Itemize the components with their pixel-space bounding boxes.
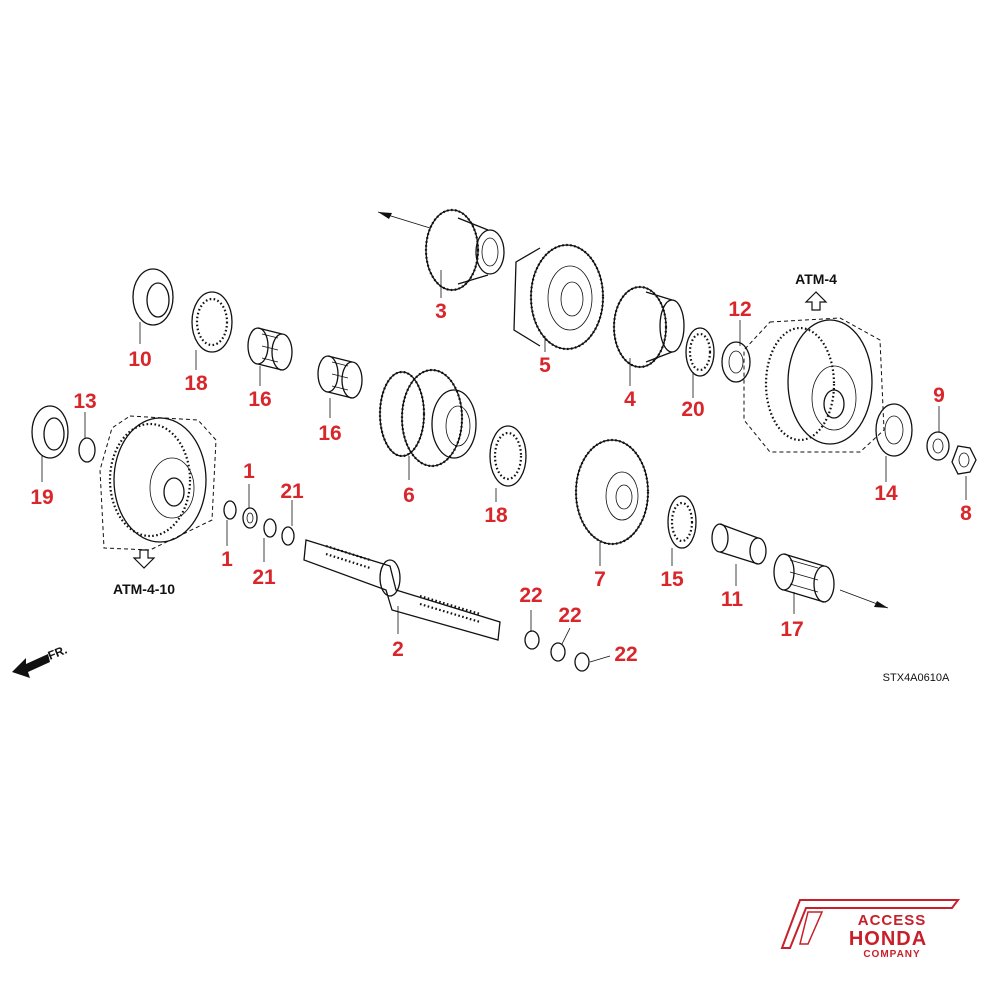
callout-13[interactable]: 13 <box>73 390 96 413</box>
callout-7[interactable]: 7 <box>594 568 606 591</box>
part-5-drum-gear[interactable] <box>513 243 605 351</box>
callout-2[interactable]: 2 <box>392 638 404 661</box>
part-22-ring-a[interactable] <box>524 630 540 650</box>
callout-9[interactable]: 9 <box>933 384 945 407</box>
callout-22-first[interactable]: 22 <box>519 584 542 607</box>
atm-4-10-down-arrow <box>132 549 156 569</box>
ref-atm-4-10[interactable]: ATM-4-10 <box>113 581 175 597</box>
callout-16-right[interactable]: 16 <box>318 422 341 445</box>
part-16-needle-bearing-right[interactable] <box>317 355 363 399</box>
callout-14[interactable]: 14 <box>874 482 898 505</box>
part-3-gear[interactable] <box>424 208 505 292</box>
part-4-gear[interactable] <box>612 285 685 369</box>
callout-19[interactable]: 19 <box>30 486 53 509</box>
callout-1-upper[interactable]: 1 <box>243 460 255 483</box>
logo-line-access: ACCESS <box>858 912 927 929</box>
lower-axis-line <box>839 589 889 609</box>
front-direction-marker: FR. <box>12 643 69 678</box>
part-22-ring-b[interactable] <box>550 642 566 662</box>
callout-15[interactable]: 15 <box>660 568 684 591</box>
callout-22-third[interactable]: 22 <box>614 643 637 666</box>
leader-lines <box>41 270 967 663</box>
part-8-nut[interactable] <box>951 445 977 475</box>
part-2-shaft[interactable] <box>303 539 501 641</box>
part-22-ring-c[interactable] <box>574 652 590 672</box>
diagram-code: STX4A0610A <box>883 672 950 684</box>
part-7-large-gear[interactable] <box>574 438 650 546</box>
logo-line-company: COMPANY <box>863 949 920 960</box>
front-marker-label: FR. <box>46 643 69 663</box>
callout-18-lower[interactable]: 18 <box>484 504 508 527</box>
part-9-washer[interactable] <box>926 431 950 461</box>
part-21-ring-b[interactable] <box>281 526 295 546</box>
part-20-thrust-bearing[interactable] <box>685 327 715 377</box>
atm-4-up-arrow <box>804 291 828 311</box>
callout-10[interactable]: 10 <box>128 348 151 371</box>
access-honda-logo: ACCESS HONDA COMPANY <box>780 899 960 960</box>
callout-5[interactable]: 5 <box>539 354 551 377</box>
part-13-o-ring[interactable] <box>78 437 96 463</box>
callout-4[interactable]: 4 <box>624 388 636 411</box>
callout-11[interactable]: 11 <box>721 588 744 611</box>
part-14-bearing[interactable] <box>875 403 913 457</box>
callout-21-lower[interactable]: 21 <box>252 566 276 589</box>
callout-18-upper[interactable]: 18 <box>184 372 208 395</box>
callout-8[interactable]: 8 <box>960 502 972 525</box>
callout-22-second[interactable]: 22 <box>558 604 581 627</box>
callout-6[interactable]: 6 <box>403 484 415 507</box>
part-21-ring-a[interactable] <box>263 518 277 538</box>
part-17-needle-bearing[interactable] <box>773 553 835 603</box>
atm-4-clutch-reference <box>743 317 885 453</box>
callout-3[interactable]: 3 <box>435 300 447 323</box>
callout-17[interactable]: 17 <box>780 618 803 641</box>
callout-20[interactable]: 20 <box>681 398 704 421</box>
callout-1-lower[interactable]: 1 <box>221 548 233 571</box>
callout-12[interactable]: 12 <box>728 298 751 321</box>
part-18-thrust-bearing-lower[interactable] <box>489 425 527 487</box>
part-12-snap-ring[interactable] <box>721 341 751 383</box>
part-10-oil-seal[interactable] <box>132 268 174 326</box>
callout-16-left[interactable]: 16 <box>248 388 271 411</box>
part-1-washer-b[interactable] <box>242 507 258 529</box>
part-19-oil-seal[interactable] <box>31 405 69 459</box>
atm-4-10-clutch-reference <box>99 415 217 551</box>
part-11-collar[interactable] <box>711 523 767 565</box>
ref-atm-4[interactable]: ATM-4 <box>795 271 837 287</box>
callout-21-upper[interactable]: 21 <box>280 480 304 503</box>
part-15-thrust-bearing[interactable] <box>667 495 697 549</box>
part-6-double-gear[interactable] <box>378 368 477 468</box>
part-18-thrust-bearing-upper[interactable] <box>191 291 233 353</box>
part-16-needle-bearing-left[interactable] <box>247 327 293 371</box>
part-1-washer-a[interactable] <box>223 500 237 520</box>
logo-line-honda: HONDA <box>849 928 927 950</box>
upper-axis-line <box>377 211 431 229</box>
